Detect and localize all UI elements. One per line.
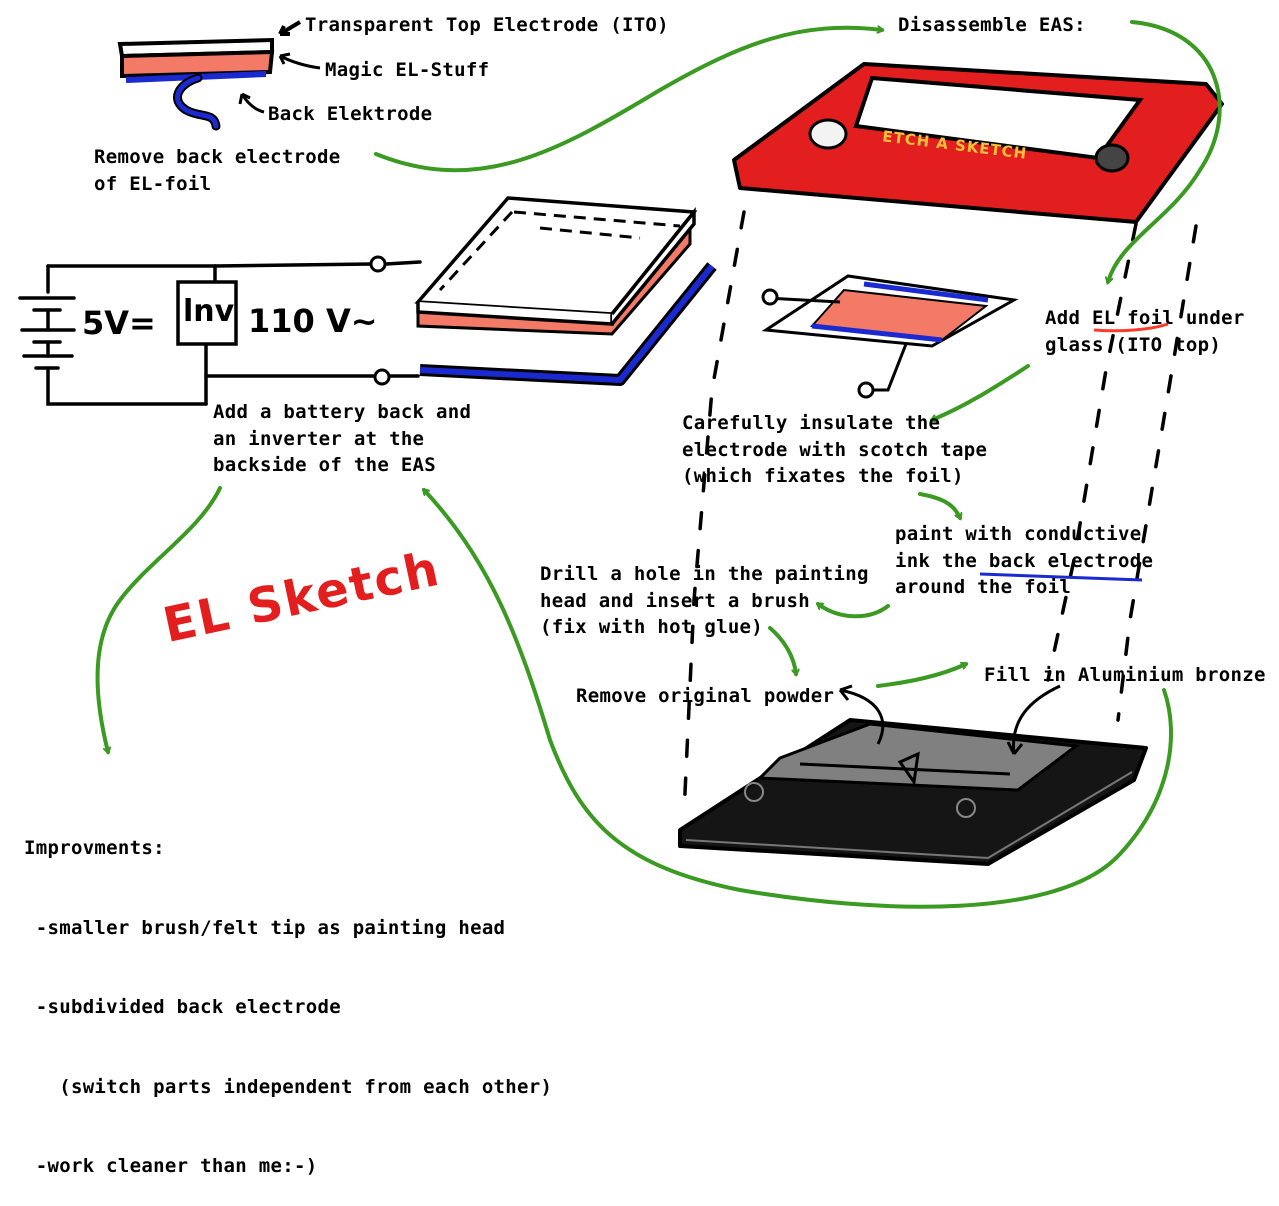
el-foil-plate-icon bbox=[761, 274, 1019, 399]
el-foil-layers-icon bbox=[117, 20, 321, 131]
ac-voltage-label: 110 V~ bbox=[248, 302, 378, 340]
projection-lines bbox=[682, 210, 1198, 816]
terminal-top bbox=[369, 255, 387, 273]
list-item: -subdivided back electrode bbox=[24, 996, 341, 1018]
top-electrode-label: Transparent Top Electrode (ITO) bbox=[305, 14, 669, 36]
list-item: -smaller brush/felt tip as painting head bbox=[24, 916, 506, 939]
fill-step: Fill in Aluminium bronze bbox=[984, 664, 1266, 686]
list-item: -work cleaner than me:-) bbox=[24, 1155, 318, 1177]
el-foil-underline bbox=[1093, 322, 1169, 333]
etch-a-sketch-black-icon bbox=[678, 684, 1148, 866]
diagram-canvas bbox=[18, 20, 1224, 909]
battery-voltage-label: 5V= bbox=[82, 304, 156, 342]
flow-arrows bbox=[95, 20, 1222, 909]
el-stuff-label: Magic EL-Stuff bbox=[325, 59, 490, 81]
remove-powder-step: Remove original powder bbox=[576, 685, 835, 707]
disassemble-step: Disassemble EAS: bbox=[898, 14, 1086, 36]
improvements-list: Improvments: -smaller brush/felt tip as … bbox=[24, 782, 552, 1206]
foil-stack-icon bbox=[414, 196, 717, 386]
improvements-heading: Improvments: bbox=[24, 837, 165, 859]
etch-a-sketch-red-icon bbox=[732, 62, 1224, 224]
circuit-wiring bbox=[18, 260, 422, 406]
inverter-label: lnv bbox=[183, 294, 235, 329]
list-item: (switch parts independent from each othe… bbox=[24, 1075, 553, 1098]
back-electrode-underline bbox=[979, 572, 1143, 582]
back-electrode-label: Back Elektrode bbox=[268, 103, 433, 125]
terminal-bottom bbox=[373, 368, 391, 386]
